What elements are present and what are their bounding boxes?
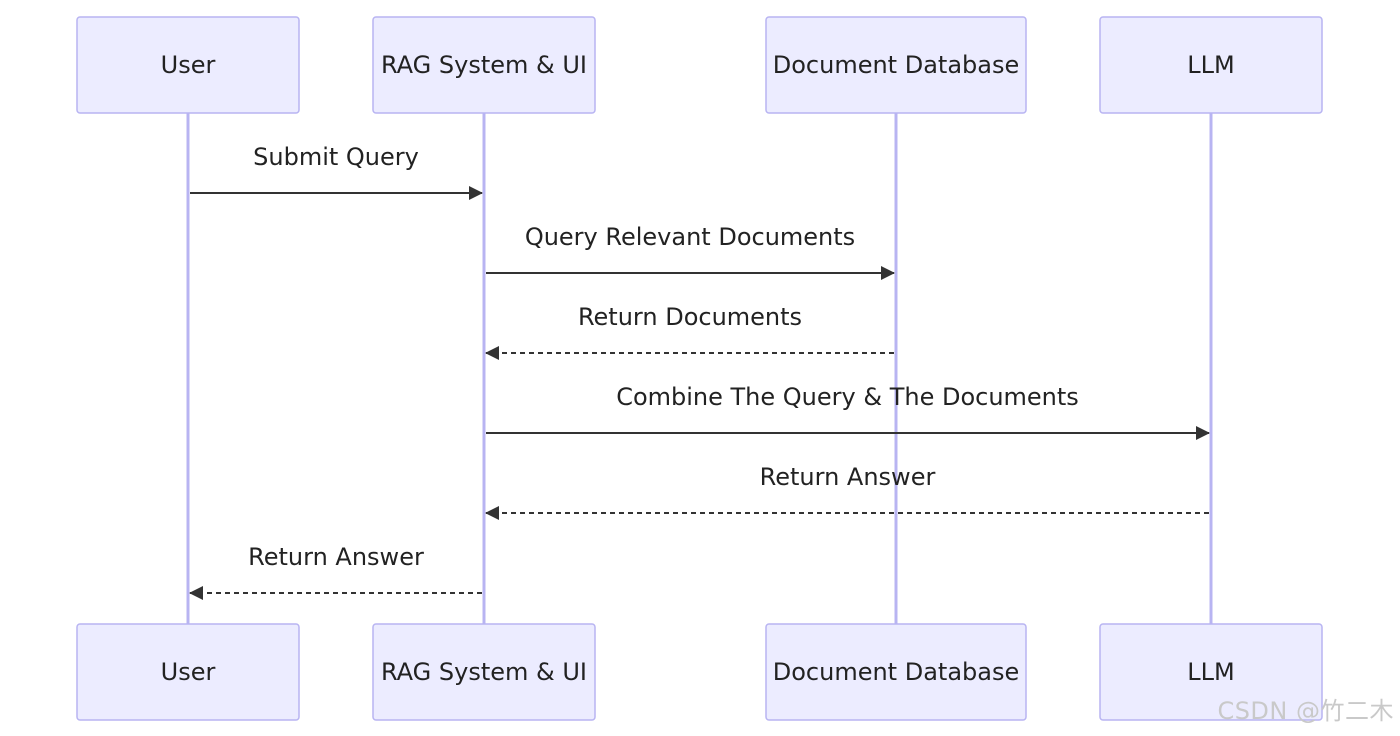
participant-label-db: Document Database — [773, 51, 1019, 79]
participant-box-llm — [1099, 16, 1323, 114]
message-3: Return Documents — [485, 303, 894, 360]
participant-row-top: User RAG System & UI Document Database LLM — [76, 16, 1323, 114]
participant-user-bottom: User — [76, 623, 300, 721]
participant-llm-top: LLM — [1099, 16, 1323, 114]
participant-label-llm: LLM — [1187, 51, 1234, 79]
message-label: Return Answer — [760, 463, 936, 491]
participant-row-bottom: User RAG System & UI Document Database LLM — [76, 623, 1323, 721]
lifelines — [186, 113, 1213, 624]
participant-box-user — [76, 623, 300, 721]
participant-box-llm — [1099, 623, 1323, 721]
message-label: Return Answer — [248, 543, 424, 571]
message-1: Submit Query — [190, 143, 483, 200]
participant-rag-top: RAG System & UI — [372, 16, 596, 114]
participant-label-user: User — [161, 51, 216, 79]
participant-user-top: User — [76, 16, 300, 114]
message-2: Query Relevant Documents — [486, 223, 895, 280]
participant-label-rag: RAG System & UI — [381, 51, 587, 79]
watermark: CSDN @竹二木 — [1217, 697, 1394, 725]
participant-label-user: User — [161, 658, 216, 686]
participant-box-db — [765, 623, 1027, 721]
participant-rag-bottom: RAG System & UI — [372, 623, 596, 721]
message-6: Return Answer — [189, 543, 482, 600]
message-label: Return Documents — [578, 303, 802, 331]
message-label: Combine The Query & The Documents — [616, 383, 1079, 411]
participant-box-rag — [372, 16, 596, 114]
participant-db-bottom: Document Database — [765, 623, 1027, 721]
participant-db-top: Document Database — [765, 16, 1027, 114]
participant-box-rag — [372, 623, 596, 721]
message-label: Query Relevant Documents — [525, 223, 855, 251]
participant-box-user — [76, 16, 300, 114]
message-label: Submit Query — [253, 143, 419, 171]
participant-box-db — [765, 16, 1027, 114]
message-4: Combine The Query & The Documents — [486, 383, 1210, 440]
message-5: Return Answer — [485, 463, 1209, 520]
participant-llm-bottom: LLM — [1099, 623, 1323, 721]
participant-label-db: Document Database — [773, 658, 1019, 686]
participant-label-llm: LLM — [1187, 658, 1234, 686]
participant-label-rag: RAG System & UI — [381, 658, 587, 686]
